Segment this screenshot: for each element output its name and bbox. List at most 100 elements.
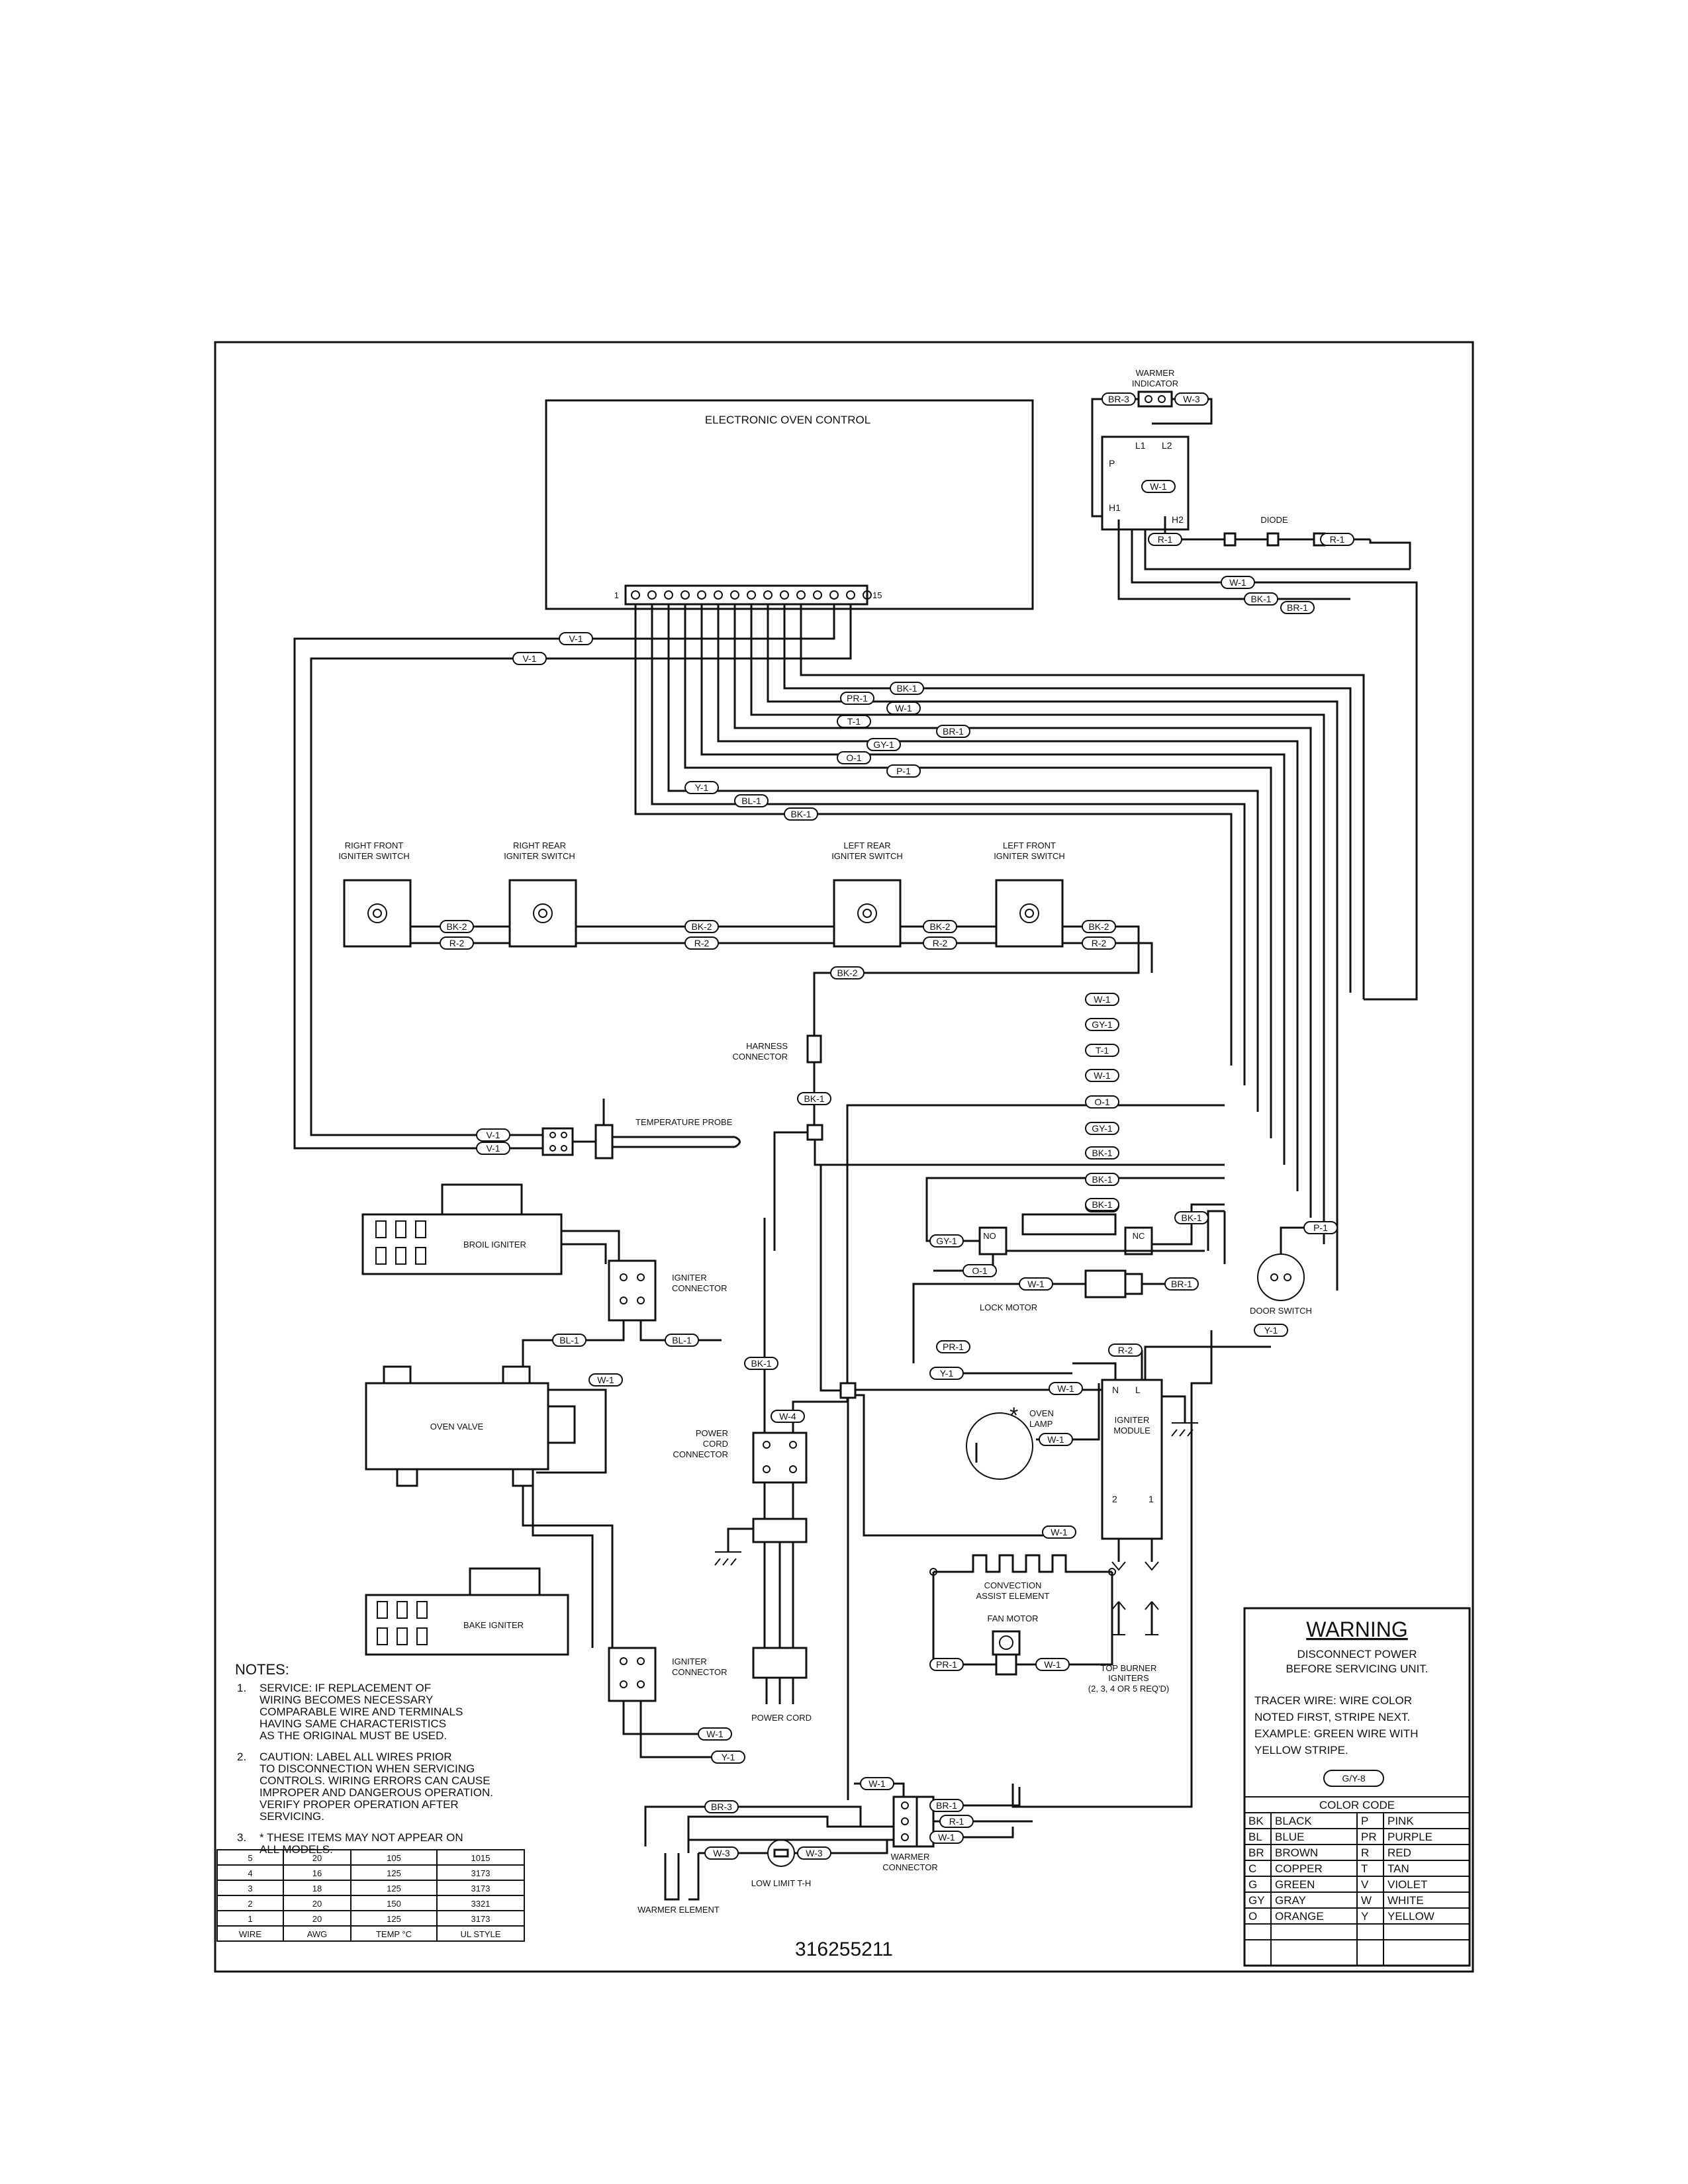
svg-text:BR-3: BR-3: [1108, 394, 1129, 404]
wire-tag: W-1: [1085, 1069, 1119, 1082]
relay-h1-label: H1: [1109, 502, 1121, 513]
fan-motor-label: FAN MOTOR: [987, 1614, 1038, 1623]
wire-tag: W-1: [1035, 1658, 1070, 1671]
low-limit-label: LOW LIMIT T-H: [751, 1878, 812, 1888]
top-burner-label-2: IGNITERS: [1108, 1673, 1149, 1683]
wire-tag: W-1: [1049, 1382, 1083, 1395]
svg-text:PR-1: PR-1: [847, 693, 868, 704]
relay-p-label: P: [1109, 458, 1115, 469]
note-line: CONTROLS. WIRING ERRORS CAN CAUSE: [259, 1774, 491, 1787]
relay-l2-label: L2: [1162, 440, 1172, 451]
color-code-cell: YELLOW: [1387, 1910, 1434, 1923]
wire-tag: PR-1: [840, 692, 874, 705]
svg-text:R-1: R-1: [1158, 534, 1173, 545]
color-code-cell: COPPER: [1275, 1862, 1323, 1875]
oven-lamp-label-2: LAMP: [1029, 1419, 1053, 1429]
svg-text:Y-1: Y-1: [722, 1752, 735, 1762]
convection-label-2: ASSIST ELEMENT: [976, 1591, 1049, 1601]
eoc-terminal-pin: [730, 590, 739, 600]
lf-switch-label-1: LEFT FRONT: [1003, 841, 1056, 850]
eoc-terminal-pin: [829, 590, 839, 600]
svg-text:T-1: T-1: [1096, 1045, 1109, 1056]
wire-tag: V-1: [476, 1128, 510, 1142]
color-code-cell: P: [1361, 1815, 1368, 1827]
eoc-terminal-pin: [846, 590, 855, 600]
bake-igniter-connector-label-1: IGNITER: [672, 1657, 707, 1666]
wire-tag: BK-2: [923, 920, 957, 933]
eoc-terminal-pin: [796, 590, 806, 600]
harness-and-probe: HARNESS CONNECTOR TEMPERATURE PROBE: [541, 1034, 1225, 1251]
wire-tag: BK-2: [440, 920, 474, 933]
relay-h2-label: H2: [1172, 514, 1184, 525]
note-line: HAVING SAME CHARACTERISTICS: [259, 1717, 446, 1730]
wire-tag: GY-1: [1085, 1122, 1119, 1135]
wire-tag: GY-1: [929, 1234, 964, 1248]
svg-text:BR-1: BR-1: [936, 1800, 957, 1811]
wire-tag: W-3: [1174, 392, 1209, 406]
wire-tag: W-1: [860, 1777, 894, 1790]
wire-table-cell: 20: [312, 1853, 322, 1863]
eoc-pin-15-label: 15: [872, 590, 882, 600]
svg-text:W-4: W-4: [779, 1411, 796, 1422]
eoc-terminal-pin: [697, 590, 706, 600]
wire-tag: R-1: [1320, 533, 1354, 546]
color-code-cell: C: [1248, 1862, 1256, 1875]
warmer-indicator-label-1: WARMER: [1136, 368, 1175, 378]
svg-text:R-2: R-2: [933, 938, 948, 948]
eoc-pin-1-label: 1: [614, 590, 619, 600]
wire-tag: R-2: [1108, 1343, 1143, 1357]
wire-table-cell: 125: [387, 1914, 401, 1924]
wire-tag: R-1: [1148, 533, 1182, 546]
color-code-cell: VIOLET: [1387, 1878, 1427, 1891]
igniter-module-label-1: IGNITER: [1115, 1415, 1150, 1425]
wire-tag: BK-2: [684, 920, 719, 933]
wire-tag: O-1: [962, 1264, 997, 1277]
lr-switch-label-2: IGNITER SWITCH: [831, 851, 903, 861]
wire-tag: W-3: [704, 1846, 739, 1860]
wire-tag: BK-1: [1244, 592, 1278, 606]
wire-table-cell: 18: [312, 1884, 322, 1893]
eoc-terminal-pin: [813, 590, 822, 600]
wire-tag: W-1: [1019, 1277, 1053, 1291]
color-code-cell: W: [1361, 1894, 1372, 1907]
svg-text:BK-2: BK-2: [929, 921, 950, 932]
color-code-title: COLOR CODE: [1319, 1799, 1395, 1811]
color-code-cell: BROWN: [1275, 1846, 1318, 1859]
svg-text:W-1: W-1: [706, 1729, 724, 1739]
module-2-label: 2: [1112, 1494, 1117, 1504]
svg-text:BK-1: BK-1: [751, 1358, 771, 1369]
wire-table-cell: 20: [312, 1899, 322, 1909]
svg-text:V-1: V-1: [486, 1130, 500, 1140]
eoc-terminal-pin: [763, 590, 773, 600]
svg-text:R-2: R-2: [694, 938, 710, 948]
svg-text:BL-1: BL-1: [559, 1335, 579, 1345]
bake-igniter: BAKE IGNITER IGNITER CONNECTOR: [365, 1567, 727, 1758]
wire-tag: R-2: [684, 936, 719, 950]
warmer-indicator-label-2: INDICATOR: [1132, 379, 1178, 388]
lock-nc-label: NC: [1133, 1231, 1145, 1241]
svg-text:BK-2: BK-2: [837, 968, 857, 978]
note-line: TO DISCONNECTION WHEN SERVICING: [259, 1762, 475, 1775]
wire-tag: T-1: [1085, 1044, 1119, 1057]
wire-table-cell: 1: [248, 1914, 252, 1924]
color-code-cell: O: [1248, 1910, 1257, 1923]
warning-box: WARNING DISCONNECT POWER BEFORE SERVICIN…: [1243, 1607, 1471, 1967]
rf-switch-label-1: RIGHT FRONT: [345, 841, 404, 850]
wire-table-header: AWG: [307, 1929, 328, 1939]
broil-igniter-connector-label-1: IGNITER: [672, 1273, 707, 1283]
warning-line-1: DISCONNECT POWER: [1297, 1648, 1417, 1661]
svg-text:Y-1: Y-1: [1264, 1325, 1278, 1336]
wire-table-header: UL STYLE: [461, 1929, 501, 1939]
svg-text:V-1: V-1: [522, 653, 536, 664]
color-code-cell: PINK: [1387, 1815, 1414, 1827]
note-number: 3.: [237, 1831, 246, 1844]
color-code-cell: PR: [1361, 1831, 1377, 1843]
wire-table-cell: 105: [387, 1853, 401, 1863]
wire-table-cell: 3173: [471, 1914, 491, 1924]
wire-tag: W-1: [1039, 1433, 1073, 1446]
wire-tag: BK-1: [744, 1357, 778, 1370]
lr-switch-label-1: LEFT REAR: [843, 841, 890, 850]
wire-tag: BK-1: [1085, 1198, 1119, 1211]
wire-tag: PR-1: [936, 1340, 970, 1353]
wire-tag: BR-3: [704, 1800, 739, 1813]
